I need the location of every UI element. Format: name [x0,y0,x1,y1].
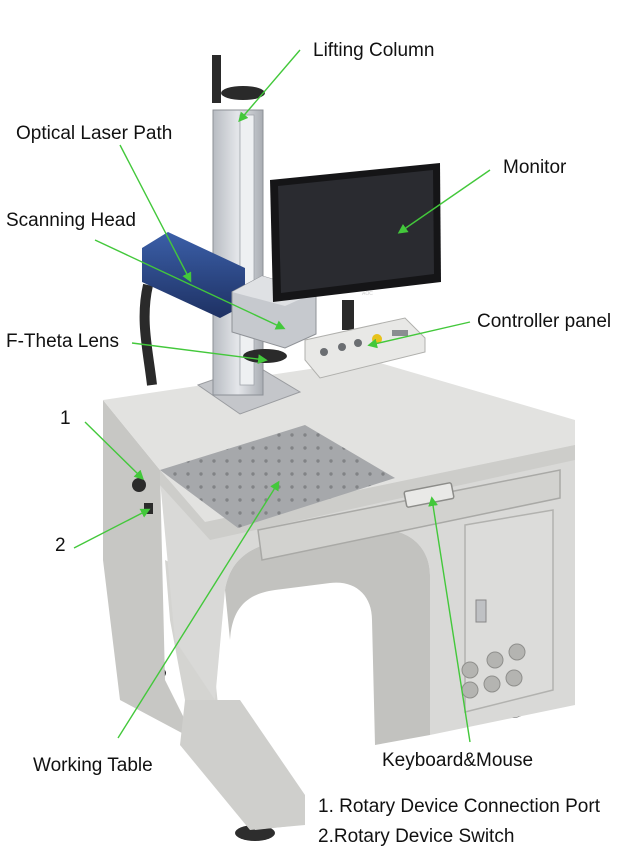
label-working-table: Working Table [33,755,153,776]
working-table [160,425,395,528]
arrow-optical-laser-path [119,144,192,283]
arrow-f-theta-lens [131,342,268,364]
note-rotary-port: 1. Rotary Device Connection Port [318,796,600,817]
label-controller-panel: Controller panel [477,311,612,332]
label-two: 2 [55,535,66,556]
monitor-brand: AOC [362,291,373,297]
cabinet-left-side [103,400,195,740]
monitor-stand [342,300,354,330]
crank-shaft [212,55,221,103]
label-lifting-column: Lifting Column [313,40,435,61]
note-rotary-switch: 2.Rotary Device Switch [318,826,515,847]
rotary-connection-port [132,478,146,492]
scanning-head-blue [142,232,245,318]
lifting-column-body [212,109,264,396]
door-lock [475,599,487,623]
label-scanning-head: Scanning Head [6,210,136,231]
monitor-screen [278,170,434,293]
fiber-cable [139,283,157,386]
ventilation-holes [461,643,526,699]
crank-handwheel [221,86,265,100]
arrow-one [84,421,144,480]
arrow-two [73,508,151,549]
label-keyboard-mouse: Keyboard&Mouse [382,750,534,771]
foot-front-left [235,825,275,841]
arrow-keyboard-mouse [428,496,471,743]
label-f-theta-lens: F-Theta Lens [6,331,119,352]
left-leg-base [180,700,305,830]
label-monitor: Monitor [503,157,567,178]
rotary-switch [144,503,153,514]
cabinet-arch [225,529,430,745]
f-theta-lens [243,349,287,363]
arrow-lifting-column [238,49,301,123]
machine-illustration: AOC [103,55,575,841]
arrow-monitor [397,169,491,234]
label-one: 1 [60,408,71,429]
label-optical-laser-path: Optical Laser Path [16,123,173,144]
controller-buttons [320,330,408,356]
keyboard-drawer [257,469,561,561]
arrow-controller-panel [367,321,471,349]
column-scale [239,114,255,386]
arrow-working-table [117,480,280,739]
callout-arrows [73,49,491,743]
arrow-scanning-head [94,239,286,330]
